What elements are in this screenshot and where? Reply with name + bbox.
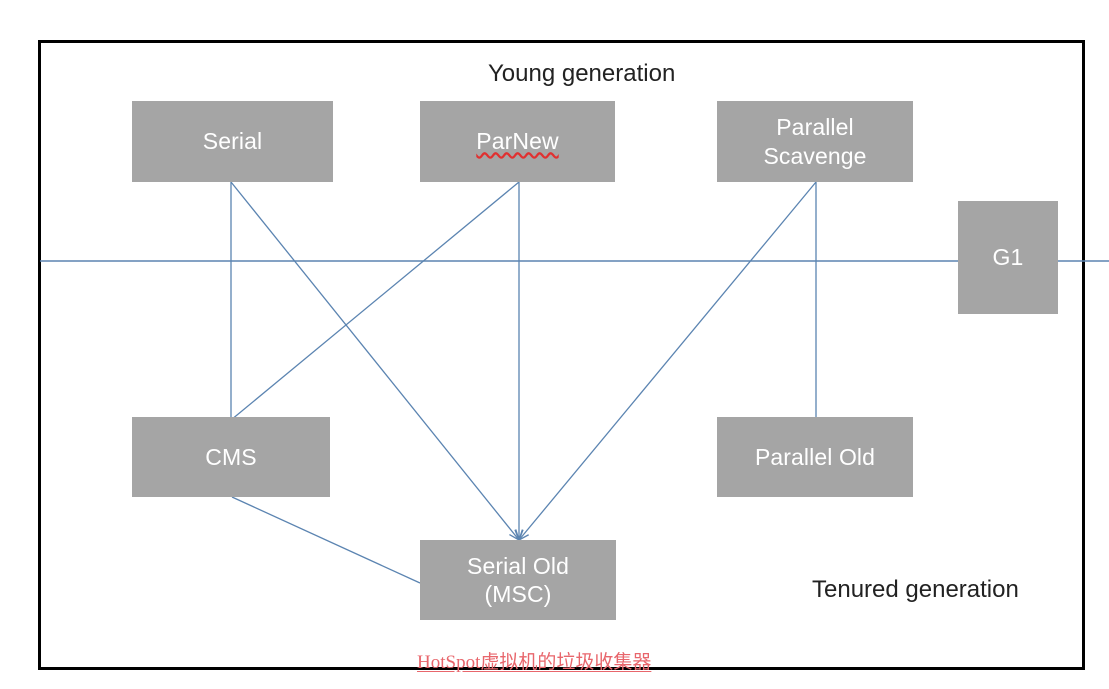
gc-box-serial-old[interactable]: Serial Old (MSC) [420,540,616,620]
gc-box-serial-old-label-line2: (MSC) [484,581,552,607]
region-label-tenured-generation: Tenured generation [812,576,1019,603]
gc-box-parallel-old-label: Parallel Old [754,443,876,470]
diagram-frame [38,40,1085,670]
gc-box-serial[interactable]: Serial [132,101,333,182]
gc-box-serial-old-label-line1: Serial Old [467,552,569,579]
figure-caption: HotSpot虚拟机的垃圾收集器 [417,652,652,673]
gc-box-parnew-label: ParNew [476,128,559,155]
gc-box-parallel-scavenge-label-line1: Parallel [776,114,854,141]
gc-box-parnew[interactable]: ParNew [420,101,615,182]
gc-box-parallel-old[interactable]: Parallel Old [717,417,913,497]
region-label-young-generation: Young generation [488,60,676,87]
gc-box-g1-label: G1 [992,244,1024,271]
gc-box-parallel-scavenge-label-line2: Scavenge [763,142,867,169]
gc-box-cms-label: CMS [205,443,257,470]
gc-box-parallel-scavenge[interactable]: Parallel Scavenge [717,101,913,182]
gc-box-g1[interactable]: G1 [958,201,1058,314]
gc-box-serial-label: Serial [202,128,263,155]
gc-box-cms[interactable]: CMS [132,417,330,497]
